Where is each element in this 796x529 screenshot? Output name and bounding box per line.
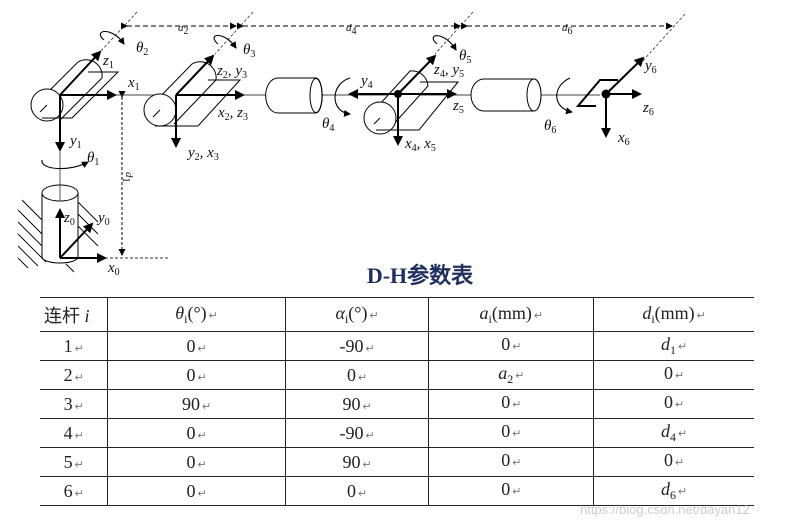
header-theta: θi(°)↵ [107,297,286,332]
dimension-lines [99,11,686,259]
z4-y5-label: z4, y5 [433,62,464,80]
y0-label: y0 [96,210,110,228]
frame-4-axes [348,54,457,146]
cell-d: d4↵ [593,418,754,448]
cell-a: a2↵ [428,360,595,390]
end-effector-origin [601,89,611,99]
cell-a: 0↵ [428,476,595,506]
axis-labels: z1 x1 y1 θ1 θ2 θ3 z2, y3 x2, z3 y2, x3 y… [63,40,657,278]
theta1-label: θ1 [87,150,99,168]
header-a: ai(mm)↵ [428,297,595,332]
z2-y3-label: z2, y3 [216,63,247,81]
cell-alpha: 0↵ [284,476,430,506]
y2-x3-label: y2, x3 [186,145,219,163]
z6-label: z6 [642,100,654,118]
rotation-arrows [41,30,573,170]
header-d: di(mm)↵ [593,297,754,332]
theta4-label: θ4 [322,116,334,134]
joint-4-origin [394,90,402,98]
table-title: D-H参数表 [366,263,474,288]
d6-label: d6 [562,22,573,37]
x6-label: x6 [617,130,630,148]
theta6-label: θ6 [544,118,556,136]
x4-x5-label: x4, x5 [404,136,436,154]
cell-a: 0↵ [428,418,595,448]
cell-link: 3↵ [40,389,109,419]
cell-theta: 0↵ [107,476,286,506]
d4-label: d4 [346,22,357,37]
frame-1-axes [55,50,117,152]
cell-d: 0↵ [593,447,754,477]
a2-label: a2 [178,22,189,37]
x0-label: x0 [107,260,120,278]
cell-a: 0↵ [428,447,595,477]
cell-link: 1↵ [40,331,109,361]
table-row: 1↵0↵-90↵0↵d1↵ [40,331,754,361]
table-row: 5↵0↵90↵0↵0↵ [40,447,754,477]
base-link [17,150,99,273]
cell-theta: 0↵ [107,418,286,448]
theta5-label: θ5 [459,48,471,66]
cell-d: 0↵ [593,389,754,419]
cell-alpha: -90↵ [284,331,430,361]
frame-0-axes [55,208,107,263]
theta3-label: θ3 [243,42,255,60]
z1-label: z1 [102,53,114,71]
header-alpha: αi(°)↵ [284,297,430,332]
cell-a: 0↵ [428,389,595,419]
dimension-labels: a2 d4 d6 d1 [120,22,573,183]
x2-z3-label: x2, z3 [217,105,248,123]
y4-label: y4 [359,73,373,91]
cell-alpha: 90↵ [284,389,430,419]
cell-link: 6↵ [40,476,109,506]
cell-alpha: 90↵ [284,447,430,477]
header-link: 连杆 i [40,297,109,332]
dh-parameter-table: 连杆 i θi(°)↵ αi(°)↵ ai(mm)↵ di(mm)↵ 1↵0↵-… [40,297,754,506]
z0-label: z0 [63,210,75,228]
link-3-4-cylinder [265,77,323,114]
cell-link: 5↵ [40,447,109,477]
cell-a: 0↵ [428,331,595,361]
x1-label: x1 [127,75,140,93]
table-row: 3↵90↵90↵0↵0↵ [40,389,754,419]
link-5-6-cylinder [470,78,542,112]
watermark: https://blog.csdn.net/dayan12 [580,502,750,517]
y6-label: y6 [643,58,657,76]
theta2-label: θ2 [136,40,148,58]
cell-theta: 90↵ [107,389,286,419]
joint-2-cylinder [30,59,120,122]
end-effector [575,56,645,138]
table-row: 4↵0↵-90↵0↵d4↵ [40,418,754,448]
table-row: 2↵0↵0↵a2↵0↵ [40,360,754,390]
robot-arm-kinematic-diagram: a2 d4 d6 d1 [17,11,686,278]
cell-d: 0↵ [593,360,754,390]
cell-d: d6↵ [593,476,754,506]
cell-d: d1↵ [593,331,754,361]
frame-2-axes [171,54,245,148]
table-row: 6↵0↵0↵0↵d6↵ [40,476,754,506]
cell-theta: 0↵ [107,360,286,390]
cell-alpha: 0↵ [284,360,430,390]
cell-theta: 0↵ [107,331,286,361]
cell-alpha: -90↵ [284,418,430,448]
table-header-row: 连杆 i θi(°)↵ αi(°)↵ ai(mm)↵ di(mm)↵ [40,297,754,332]
cell-link: 2↵ [40,360,109,390]
y1-label: y1 [68,133,82,151]
z5-label: z5 [452,98,464,116]
d1-label: d1 [120,172,135,183]
cell-link: 4↵ [40,418,109,448]
cell-theta: 0↵ [107,447,286,477]
